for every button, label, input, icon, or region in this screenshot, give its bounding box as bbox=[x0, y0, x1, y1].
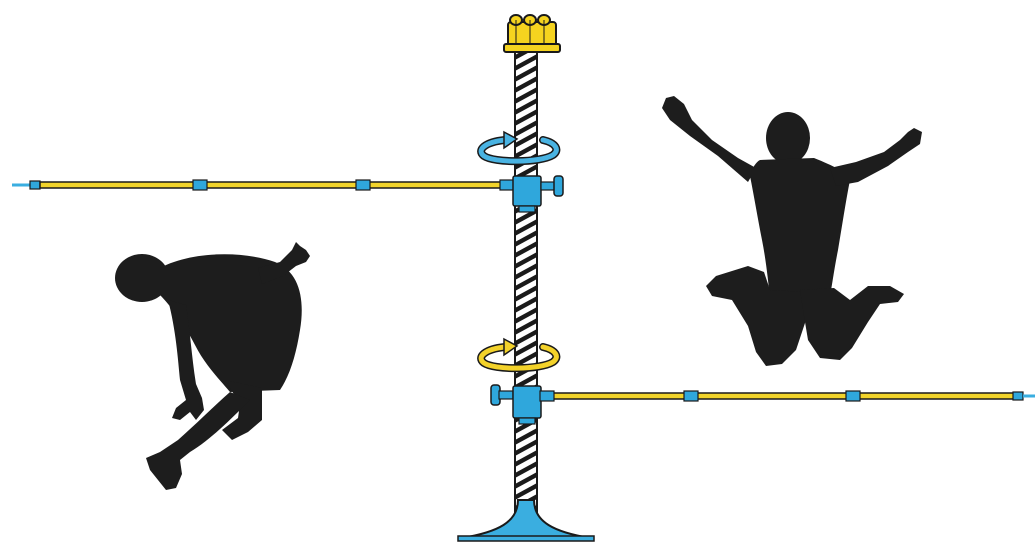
upper-clamp[interactable] bbox=[499, 175, 564, 213]
upper-arm bbox=[12, 179, 516, 191]
pole-thread bbox=[515, 461, 537, 478]
pole-thread bbox=[515, 219, 537, 236]
pole-thread bbox=[515, 142, 537, 159]
pole-thread bbox=[515, 98, 537, 115]
lower-arm bbox=[536, 390, 1035, 402]
rotate-arrow-icon bbox=[477, 130, 561, 166]
pole-thread bbox=[515, 263, 537, 280]
upper-arm-joint bbox=[192, 179, 208, 191]
pole-thread bbox=[515, 351, 537, 368]
pole-thread bbox=[515, 241, 537, 258]
pole-thread bbox=[515, 340, 537, 357]
pole-thread bbox=[515, 65, 537, 82]
pole-thread bbox=[515, 131, 537, 148]
pole-thread bbox=[515, 230, 537, 247]
pole-thread bbox=[515, 252, 537, 269]
pole-base bbox=[461, 499, 591, 539]
pole-thread bbox=[515, 296, 537, 313]
jumping-person-silhouette bbox=[662, 96, 922, 366]
pole-thread bbox=[515, 54, 537, 71]
pole-base-plate bbox=[457, 535, 595, 542]
pole-thread bbox=[515, 76, 537, 93]
pole-thread bbox=[515, 472, 537, 489]
crouching-person-silhouette bbox=[115, 242, 310, 490]
pole-thread bbox=[515, 439, 537, 456]
pole-thread bbox=[515, 428, 537, 445]
lower-arm-joint bbox=[683, 390, 699, 402]
pole-thread bbox=[515, 329, 537, 346]
pole-thread bbox=[515, 120, 537, 137]
upper-clamp-knob[interactable] bbox=[553, 175, 564, 197]
pole-thread bbox=[515, 307, 537, 324]
lower-clamp[interactable] bbox=[490, 384, 555, 425]
pole-thread bbox=[515, 285, 537, 302]
pole-thread bbox=[515, 109, 537, 126]
pole-thread bbox=[515, 274, 537, 291]
pole-thread bbox=[515, 450, 537, 467]
top-cap bbox=[503, 14, 561, 53]
rotate-arrow-icon bbox=[477, 337, 561, 373]
threaded-pole bbox=[514, 47, 538, 537]
pole-thread bbox=[515, 87, 537, 104]
pole-thread bbox=[515, 318, 537, 335]
lower-arm-joint bbox=[845, 390, 861, 402]
upper-arm-joint bbox=[355, 179, 371, 191]
pole-thread bbox=[515, 483, 537, 500]
